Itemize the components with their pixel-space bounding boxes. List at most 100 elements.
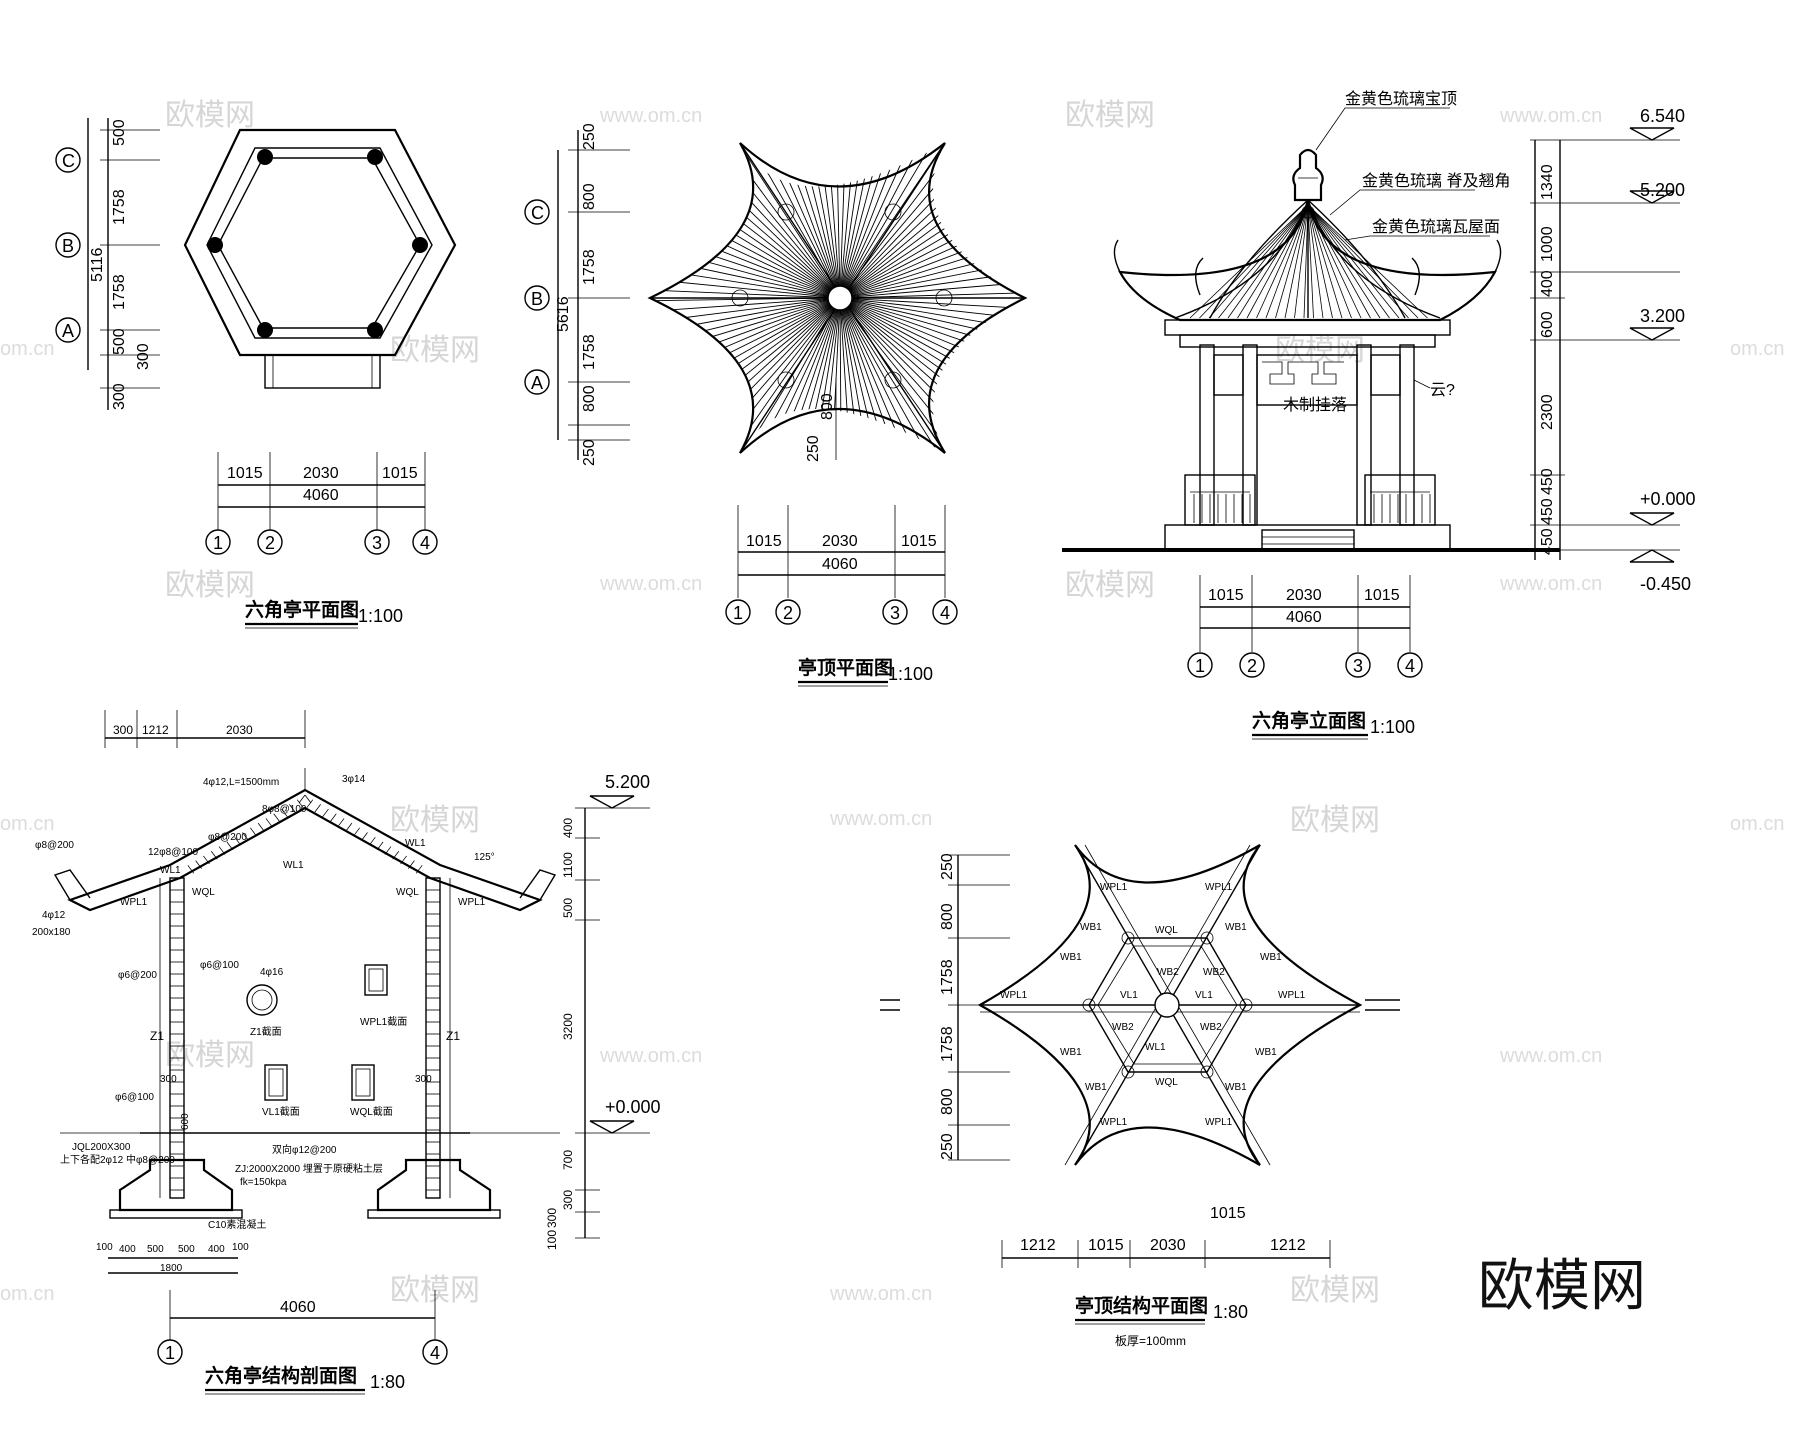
roof-dim-label: 5616: [555, 296, 572, 332]
struct-dim-label: 250: [939, 853, 956, 880]
watermark-url: www.om.cn: [1499, 1045, 1602, 1067]
level-symbol: [1629, 190, 1675, 204]
plan-dim-label: 2030: [303, 465, 339, 482]
section-note: 4φ12,L=1500mm: [203, 777, 279, 788]
roof-dim-label: 800: [819, 393, 836, 420]
section-note: 200x180: [32, 927, 71, 938]
roof-tile-line: [697, 143, 841, 299]
roof-tile-line: [839, 143, 1025, 299]
roof-tile-line: [839, 205, 1025, 299]
roof-tile-line: [839, 297, 1025, 313]
roof-tile-line: [839, 297, 1015, 453]
section-dim-label: 100: [545, 1230, 559, 1250]
axis-bubble-3: [364, 529, 390, 555]
rafter-hatch-line: [242, 832, 249, 841]
roof-tile-line: [839, 290, 1025, 299]
side-lattice: [1370, 354, 1401, 396]
plan-outer-hexagon: [183, 128, 457, 357]
roof-tile-line: [839, 297, 1025, 424]
elevation-lattice: [1256, 354, 1358, 406]
plan-scale: 1:100: [358, 606, 403, 626]
roof-tile-line: [839, 297, 1025, 357]
axis-label: 1: [165, 1343, 175, 1363]
rafter-hatch-line: [329, 813, 337, 822]
section-note: fk=150kpa: [240, 1177, 287, 1188]
section-title: 六角亭结构剖面图: [205, 1364, 357, 1387]
elevation-railing: [1184, 474, 1256, 526]
roof-tile-stroke: [1307, 204, 1324, 319]
section-dim-label: 400: [208, 1244, 225, 1255]
roof-column-mark: [935, 289, 953, 307]
plan-column: [367, 149, 383, 165]
watermark-text: 欧模网: [390, 334, 480, 367]
section-note: WQL截面: [350, 1105, 393, 1118]
rafter-hatch-line: [415, 865, 423, 874]
struct-dim-label: 2030: [1150, 1237, 1186, 1254]
axis-bubble-4: [1397, 652, 1423, 678]
section-note: WL1: [160, 865, 181, 876]
section-dim-label: 500: [178, 1244, 195, 1255]
section-note: WPL1: [458, 897, 486, 908]
roof-tile-stroke: [1307, 204, 1419, 319]
plan-column: [207, 237, 223, 253]
roof-dim-label: 1758: [581, 334, 598, 370]
struct-label: WB1: [1225, 922, 1247, 933]
roof-curve: [1307, 199, 1406, 319]
struct-dim-label: 1015: [1210, 1205, 1246, 1222]
struct-label: VL1: [1120, 990, 1138, 1001]
plan-dim-label: 500: [111, 119, 128, 146]
roof-dim-label: 250: [581, 123, 598, 150]
elevation-dim-label: 2030: [1286, 587, 1322, 604]
section-note: JQL200X300: [72, 1142, 131, 1153]
rafter-hatch-line: [265, 818, 273, 827]
axis-bubble-2: [257, 529, 283, 555]
rafter-hatch-line: [226, 841, 234, 851]
roof-tile-line: [650, 297, 841, 452]
detail-rebar-ring: [251, 989, 273, 1011]
roof-tile-line: [650, 143, 841, 299]
roof-tile-line: [650, 257, 841, 299]
watermark-url: om.cn: [0, 813, 54, 835]
section-note: 8φ8@100: [262, 804, 307, 815]
roof-tile-stroke: [1208, 204, 1309, 319]
roof-tile-line: [839, 297, 872, 453]
section-note: 4φ16: [260, 967, 284, 978]
struct-label: WPL1: [1000, 990, 1028, 1001]
eave-corner: [1411, 257, 1420, 296]
roof-tile-line: [839, 143, 948, 299]
axis-bubble-2: [1239, 652, 1265, 678]
elevation-dim-label: 600: [1539, 311, 1556, 338]
axis-bubble-c: [524, 199, 550, 225]
level-symbol: [1629, 127, 1675, 141]
watermarks: 欧模网 欧模网 欧模网 欧模网 欧模网 欧模网 欧模网 欧模网 欧模网 欧模网 …: [0, 99, 1784, 1317]
section-note: 上下各配2φ12 中φ8@200: [60, 1153, 175, 1166]
struct-label: WPL1: [1205, 882, 1233, 893]
level-label: 3.200: [1640, 306, 1685, 326]
plan-dim-label: 500: [111, 328, 128, 355]
struct-label: WB1: [1080, 922, 1102, 933]
axis-bubble-1: [205, 529, 231, 555]
plan-dim-label: 1758: [111, 274, 128, 310]
roof-tile-line: [839, 297, 1004, 453]
rafter-hatching: [187, 794, 423, 874]
elevation-scale: 1:100: [1370, 717, 1415, 737]
roof-tile-line: [679, 297, 841, 453]
axis-bubble-3: [882, 599, 908, 625]
footing-pad: [109, 1209, 243, 1219]
watermark-url: www.om.cn: [829, 808, 932, 830]
struct-label: WB1: [1085, 1082, 1107, 1093]
rafter-hatch-line: [234, 836, 242, 846]
axis-bubble-2: [775, 599, 801, 625]
roof-tile-line: [685, 143, 841, 299]
section-dim-label: 4060: [280, 1299, 316, 1316]
section-dim-label: 300: [561, 1190, 575, 1210]
axis-bubble-4: [932, 599, 958, 625]
roof-struct-title: 亭顶结构平面图: [1075, 1294, 1208, 1317]
level-label: 6.540: [1640, 106, 1685, 126]
roof-dim-label: 800: [581, 385, 598, 412]
rafter-hatch-line: [210, 851, 218, 860]
roof-dim-label: 1015: [746, 533, 782, 550]
roof-tile-line: [650, 215, 841, 299]
rafter-hatch-line: [314, 804, 321, 813]
roof-tile-line: [839, 297, 843, 453]
